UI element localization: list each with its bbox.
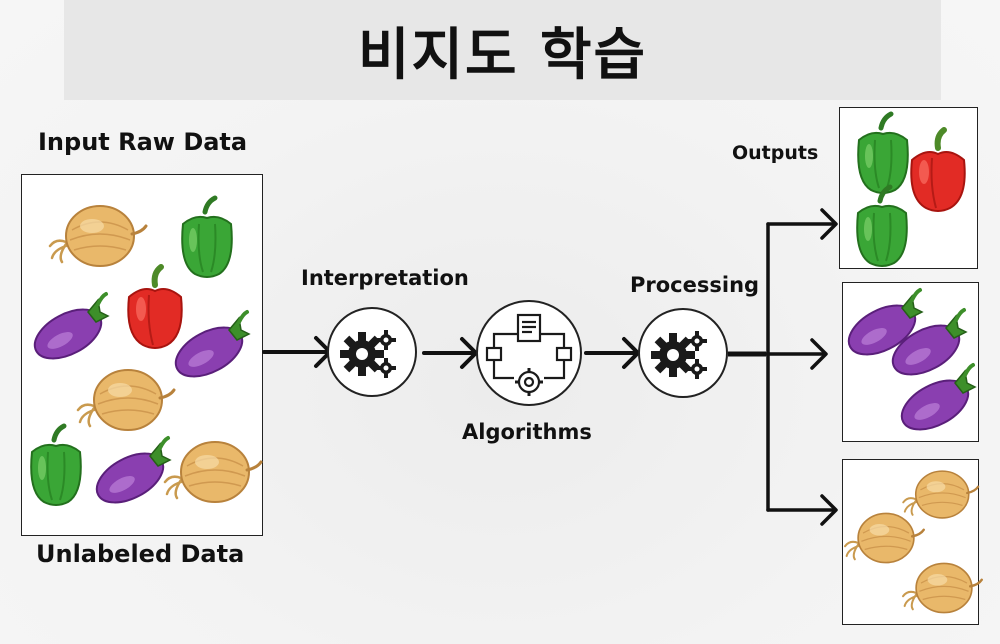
unlabeled-data-label: Unlabeled Data bbox=[36, 540, 245, 568]
green-pepper-icon bbox=[31, 426, 81, 505]
green-pepper-icon bbox=[182, 198, 232, 277]
processing-label: Processing bbox=[630, 273, 760, 297]
red-pepper-icon bbox=[911, 130, 964, 211]
title-band bbox=[64, 0, 941, 100]
green-pepper-icon bbox=[857, 187, 907, 266]
eggplant-icon bbox=[86, 436, 174, 515]
onion-icon bbox=[48, 204, 148, 268]
interpretation-label: Interpretation bbox=[301, 266, 469, 290]
green-pepper-icon bbox=[858, 114, 908, 193]
onion-icon bbox=[76, 368, 176, 432]
onion-icon bbox=[163, 440, 263, 504]
onion-icon bbox=[902, 469, 980, 520]
page-title: 비지도 학습 bbox=[357, 22, 648, 88]
input-raw-data-label: Input Raw Data bbox=[38, 128, 248, 156]
eggplant-icon bbox=[24, 292, 112, 371]
algorithm-flow-icon bbox=[485, 313, 573, 396]
red-pepper-icon bbox=[128, 267, 181, 348]
outputs-label: Outputs bbox=[732, 142, 819, 164]
algorithms-label: Algorithms bbox=[462, 420, 592, 444]
eggplant-icon bbox=[891, 363, 979, 442]
onion-icon bbox=[901, 562, 983, 614]
onion-icon bbox=[843, 512, 925, 564]
